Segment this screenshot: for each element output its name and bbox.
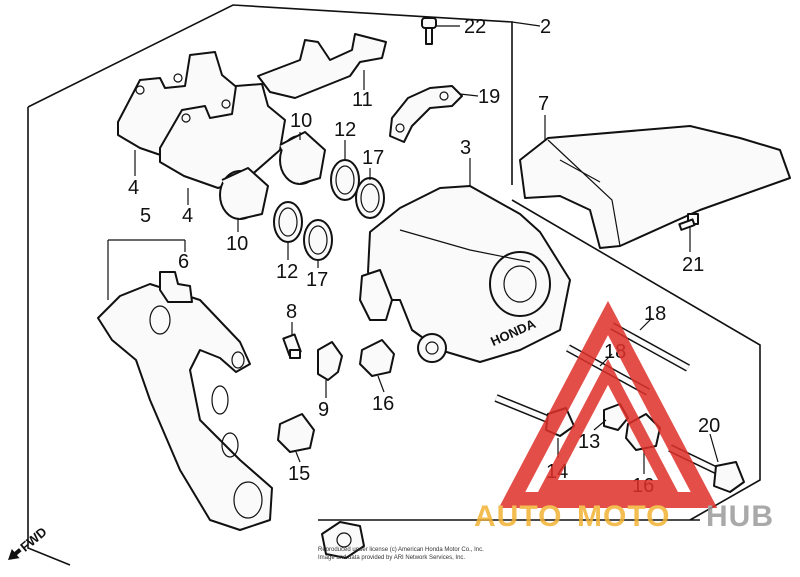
callout-20: 20: [698, 415, 720, 437]
leader-lines: [107, 21, 719, 474]
callout-12-lower: 12: [276, 261, 298, 283]
piston-upper[interactable]: [279, 131, 326, 185]
piston-lower[interactable]: [219, 167, 269, 220]
pad-retainer-clip[interactable]: [159, 271, 193, 303]
caliper-bracket[interactable]: [97, 283, 273, 531]
diagram-frame: [27, 4, 761, 566]
dust-seal-lower[interactable]: [303, 219, 333, 261]
callout-15: 15: [288, 463, 310, 485]
watermark-word-hub: HUB: [706, 500, 774, 533]
watermark-word-auto: AUTO: [474, 500, 562, 533]
callout-7: 7: [538, 93, 549, 115]
watermark: AUTO MOTO HUB: [474, 300, 774, 533]
banjo-fitting[interactable]: [317, 341, 343, 381]
callout-22: 22: [464, 16, 486, 38]
caliper-body[interactable]: HONDA: [359, 185, 571, 363]
dust-seal-upper[interactable]: [355, 177, 385, 219]
brake-pad-inner[interactable]: [159, 83, 286, 189]
hose-clamp-bracket[interactable]: [389, 85, 463, 143]
cover-bolt[interactable]: [678, 213, 699, 231]
callout-12-upper: 12: [334, 119, 356, 141]
callout-8: 8: [286, 301, 297, 323]
copyright-line-2: Image and data provided by ARI Network S…: [318, 555, 465, 561]
callout-16-upper: 16: [372, 393, 394, 415]
watermark-triangle-icon: [498, 300, 718, 508]
callout-21: 21: [682, 254, 704, 276]
callout-3: 3: [460, 137, 471, 159]
callout-18-upper: 18: [644, 303, 666, 325]
callout-11: 11: [352, 89, 373, 111]
pad-spring[interactable]: [257, 33, 387, 99]
callout-10-upper: 10: [290, 110, 312, 132]
piston-seal-upper[interactable]: [330, 159, 360, 201]
callout-19: 19: [478, 86, 500, 108]
watermark-word-moto: MOTO: [577, 500, 670, 533]
callout-4-inner: 4: [182, 205, 193, 227]
bleeder-valve[interactable]: [282, 333, 302, 359]
callout-6: 6: [178, 251, 189, 273]
piston-seal-lower[interactable]: [273, 201, 303, 243]
callout-5: 5: [140, 205, 151, 227]
pin-boot-lower[interactable]: [277, 413, 315, 453]
bleed-cap[interactable]: [421, 17, 437, 45]
axle-nut[interactable]: [321, 521, 365, 559]
pin-boot-upper[interactable]: [359, 339, 395, 377]
caliper-cover[interactable]: [519, 125, 791, 249]
forward-arrow-icon: [8, 548, 22, 560]
callout-9: 9: [318, 399, 329, 421]
callout-10-lower: 10: [226, 233, 248, 255]
callout-4-outer: 4: [128, 177, 139, 199]
copyright-line-1: Reproduced under license (c) American Ho…: [318, 547, 484, 553]
copyright-notice: Reproduced under license (c) American Ho…: [318, 547, 484, 561]
callout-17-upper: 17: [362, 147, 384, 169]
callout-13: 13: [578, 431, 600, 453]
callout-2: 2: [540, 16, 551, 38]
forward-direction-indicator: FWD: [8, 524, 50, 560]
callout-17-lower: 17: [306, 269, 328, 291]
